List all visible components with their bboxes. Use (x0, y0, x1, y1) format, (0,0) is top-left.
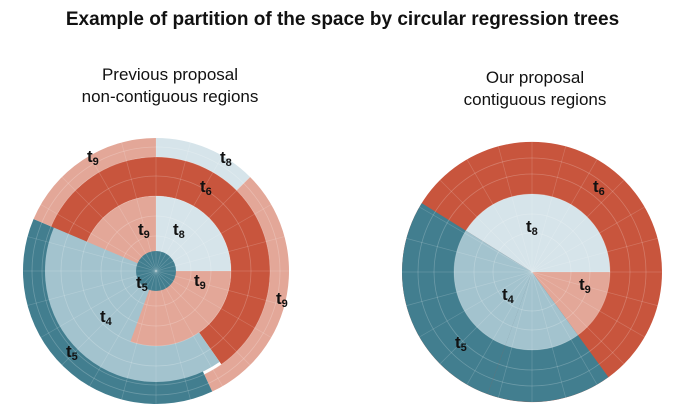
left-grid-spoke-19 (27, 236, 157, 272)
right-panel-title-line2: contiguous regions (463, 90, 607, 109)
left-grid-ring-3 (60, 175, 252, 367)
left-grid-spoke-11 (155, 270, 191, 400)
right-grid-spoke-15 (439, 271, 533, 365)
left-label-t8: t8 (220, 148, 232, 169)
right-grid-ring-1 (473, 213, 591, 331)
left-grid-ring-5 (31, 146, 281, 396)
right-grid-spoke-9 (531, 271, 625, 365)
right-grid-spoke-16 (419, 271, 533, 338)
right-label-t6: t6 (593, 177, 605, 198)
left-label-t4: t4 (100, 307, 113, 328)
left-grid-ring-4 (41, 156, 271, 386)
left-grid-spoke-1 (155, 142, 191, 272)
left-grid-spoke-4 (155, 204, 272, 272)
left-grid-spoke-9 (155, 270, 251, 366)
left-label-t6: t6 (200, 177, 212, 198)
region-labels: t9 t8 t6 t9 t8 t5 t9 t9 t4 t5 t6 t8 t9 t4 t5 (66, 147, 605, 363)
right-grid-spoke-4 (531, 206, 645, 273)
right-grid-spoke-19 (406, 238, 533, 273)
left-label-t5: t5 (66, 342, 78, 363)
right-grid-spoke-13 (498, 271, 533, 398)
left-grid-ring-1 (100, 215, 212, 327)
left-grid-ring-0 (120, 235, 192, 307)
left-grid-spoke-14 (89, 270, 157, 387)
left-grid-spoke-20 (40, 204, 157, 272)
left-label-t8: t8 (173, 220, 185, 241)
right-grid-spoke-14 (466, 271, 533, 385)
right-inner-region-t4-b (505, 272, 578, 350)
left-grid-spoke-3 (155, 176, 251, 272)
left-grid-spoke-21 (61, 176, 157, 272)
left-grid-spoke-16 (40, 270, 157, 338)
right-grid-ring-2 (453, 193, 611, 351)
right-grid-spoke-10 (531, 271, 598, 385)
left-panel-title-line2: non-contiguous regions (81, 87, 259, 106)
left-label-t9: t9 (87, 147, 99, 168)
right-grid-ring-4 (417, 157, 647, 387)
right-panel-title-line1: Our proposal (485, 68, 585, 87)
right-grid-spoke-23 (498, 146, 533, 273)
right-grid-spoke-7 (531, 271, 658, 306)
right-grid-spoke-22 (466, 159, 533, 273)
left-inner-region-t9-left (86, 196, 156, 271)
right-grid-spoke-3 (531, 179, 625, 273)
left-middle-region-t6 (51, 157, 271, 365)
left-grid-spoke-22 (89, 155, 157, 272)
right-grid-ring-0 (492, 232, 572, 312)
right-label-t4: t4 (502, 285, 515, 306)
left-grid-spoke-13 (121, 270, 157, 400)
right-grid-spoke-8 (531, 271, 645, 338)
left-grid-spoke-17 (27, 270, 157, 306)
right-inner-region-t8 (465, 193, 610, 272)
left-grid-spoke-10 (155, 270, 223, 387)
left-core-region-t5 (136, 251, 176, 291)
right-grid-spoke-2 (531, 159, 598, 273)
left-outer-region-t9-left (33, 138, 156, 227)
left-grid-spoke-8 (155, 270, 272, 338)
right-grid-spoke-17 (406, 271, 533, 306)
figure-title: Example of partition of the space by cir… (65, 9, 620, 30)
left-panel-title: Previous proposal non-contiguous regions (40, 64, 300, 108)
right-grid-spoke-11 (531, 271, 566, 398)
right-grid-ring-3 (433, 173, 631, 371)
left-outer-region-t8 (156, 138, 251, 191)
left-label-t9: t9 (194, 271, 206, 292)
left-grid-spoke-2 (155, 155, 223, 272)
left-label-t5: t5 (136, 273, 148, 294)
left-label-t9: t9 (138, 220, 150, 241)
left-grid-spoke-5 (155, 236, 285, 272)
left-grid-ring-2 (80, 195, 232, 347)
right-grid-spoke-20 (419, 206, 533, 273)
right-inner-region-t4 (453, 230, 532, 346)
left-grid-spoke-7 (155, 270, 285, 306)
left-partition-disc (22, 138, 289, 404)
right-grid-spoke-1 (531, 146, 566, 273)
right-grid-spoke-5 (531, 238, 658, 273)
right-grid-spoke-21 (439, 179, 533, 273)
left-outer-region-t9-right (204, 176, 289, 392)
left-grid-spoke-23 (121, 142, 157, 272)
left-inner-region-t8 (156, 196, 231, 271)
right-label-t5: t5 (455, 333, 467, 354)
right-partition-disc (401, 141, 662, 403)
left-panel-title-line1: Previous proposal (101, 65, 239, 84)
left-grid-spoke-15 (61, 270, 157, 366)
right-label-t8: t8 (526, 217, 538, 238)
right-panel-title: Our proposal contiguous regions (405, 67, 665, 111)
right-label-t9: t9 (579, 275, 591, 296)
left-label-t9: t9 (276, 289, 288, 310)
